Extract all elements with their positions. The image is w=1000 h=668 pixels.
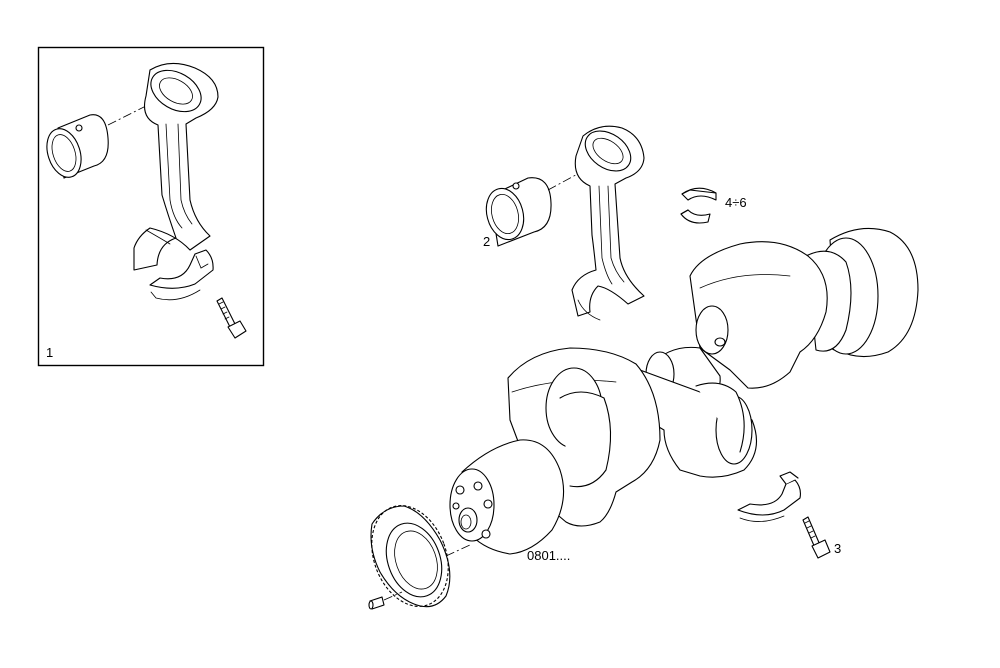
bearing-shells [680, 187, 717, 224]
crankshaft: 0801.... [449, 227, 919, 563]
connecting-rod [571, 125, 645, 321]
crankshaft-rear-gear [805, 227, 919, 358]
inset-item-label: 1 [46, 345, 53, 360]
inset-cap-bolt [216, 297, 247, 339]
inset-connecting-rod [133, 62, 219, 271]
drawing-code-label: 0801.... [527, 548, 570, 563]
crankshaft-rear-web [689, 241, 828, 389]
timing-gear [370, 505, 451, 608]
inset-connecting-rod-assembly: 1 [37, 46, 265, 367]
piston-pin-item-label: 2 [483, 234, 490, 249]
main-bearing-cap [737, 471, 801, 522]
main-bearing-bolt [802, 516, 831, 559]
dowel-pin [368, 596, 385, 610]
bearing-shell-item-label: 4÷6 [725, 195, 747, 210]
inset-piston-pin [46, 114, 109, 179]
inset-rod-cap [149, 249, 214, 301]
bolt-item-label: 3 [834, 541, 841, 556]
piston-pin [485, 177, 552, 247]
